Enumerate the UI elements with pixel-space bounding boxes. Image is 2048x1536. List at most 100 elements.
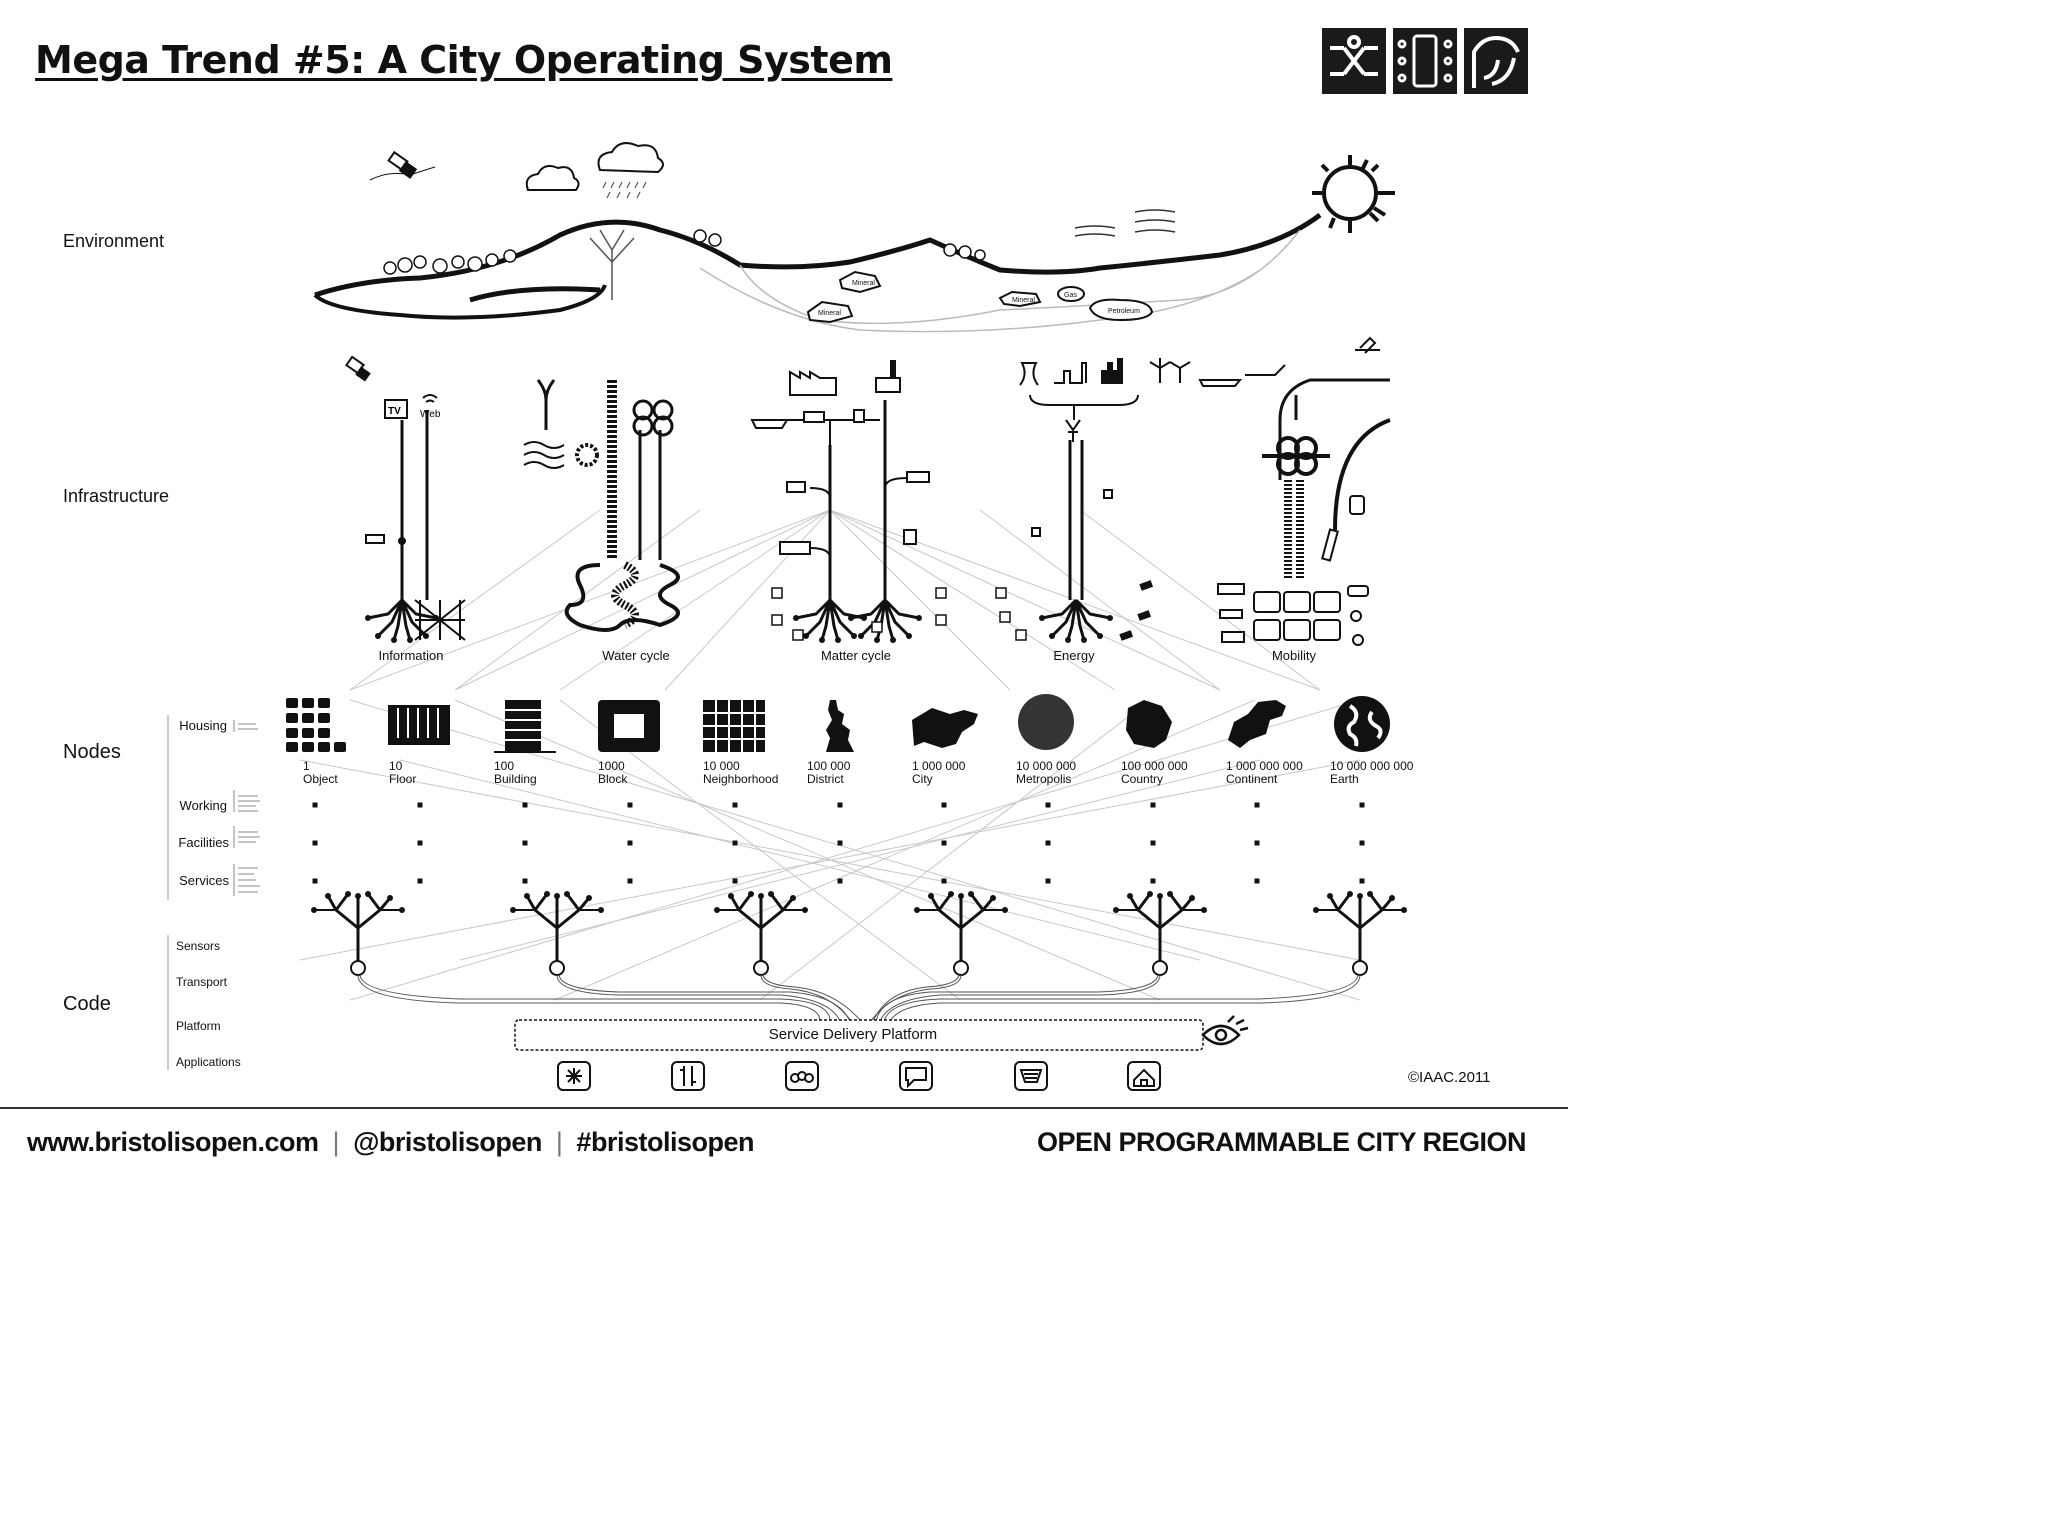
app-icons: [557, 1061, 1161, 1091]
node-marker: [312, 840, 318, 846]
bicycle-circuit-icon: [1330, 35, 1378, 76]
node-marker: [1254, 840, 1260, 846]
layer-label-infrastructure: Infrastructure: [63, 486, 169, 506]
eye-icon: [1201, 1015, 1249, 1046]
node-marker: [837, 802, 843, 808]
deposit-label: Gas: [1064, 292, 1077, 299]
scale-count: 10 000: [703, 759, 740, 773]
information-system: TV Web: [345, 355, 466, 645]
system-label-matter-cycle: Matter cycle: [821, 648, 891, 663]
scale-name: Block: [598, 772, 628, 786]
scale-name: Building: [494, 772, 537, 786]
floor-glyph: [388, 705, 450, 745]
node-marker: [1359, 802, 1365, 808]
home-icon[interactable]: [1127, 1061, 1161, 1091]
node-marker: [312, 802, 318, 808]
layer-label-environment: Environment: [63, 231, 164, 251]
scale-count: 10 000 000: [1016, 759, 1076, 773]
landscape: Mineral Mineral Mineral Gas Petroleum: [313, 142, 1395, 333]
node-marker: [837, 840, 843, 846]
deposit-label: Mineral: [818, 310, 841, 317]
object-glyph: [286, 698, 346, 752]
footer-divider: [0, 1107, 1568, 1109]
node-marker: [417, 840, 423, 846]
water-cycle-system: [523, 379, 680, 632]
node-dot-grid: [312, 802, 1365, 884]
scale-name: District: [807, 772, 844, 786]
shopping-icon[interactable]: [1014, 1061, 1048, 1091]
city-os-diagram: Environment Infrastructure Nodes Code Mi…: [63, 142, 1491, 1091]
block-glyph: [598, 700, 660, 752]
node-marker: [732, 802, 738, 808]
transport-icon[interactable]: [671, 1061, 705, 1091]
scale-name: Metropolis: [1016, 772, 1071, 786]
code-row-sensors: Sensors: [176, 939, 220, 953]
earth-glyph: [1334, 696, 1390, 752]
system-label-mobility: Mobility: [1272, 648, 1317, 663]
node-marker: [1045, 878, 1051, 884]
node-marker: [1150, 802, 1156, 808]
node-marker: [941, 840, 947, 846]
neighborhood-glyph: [703, 700, 765, 752]
continent-glyph: [1228, 700, 1286, 748]
code-row-applications: Applications: [176, 1055, 241, 1069]
node-marker: [732, 878, 738, 884]
scale-count: 1: [303, 759, 310, 773]
rain-cloud-icon: [597, 142, 664, 174]
node-marker: [627, 840, 633, 846]
transport-bundles: [357, 974, 1361, 1023]
hashtag[interactable]: #bristolisopen: [576, 1127, 754, 1157]
node-marker: [627, 878, 633, 884]
deposit-label: Mineral: [852, 280, 875, 287]
matter-cycle-system: [750, 360, 947, 645]
node-marker: [1359, 840, 1365, 846]
airplane-icon: [1355, 336, 1380, 354]
twitter-handle[interactable]: @bristolisopen: [353, 1127, 542, 1157]
node-marker: [1150, 878, 1156, 884]
scale-count: 1 000 000 000: [1226, 759, 1303, 773]
metropolis-glyph: [1018, 694, 1074, 750]
scale-count: 1 000 000: [912, 759, 966, 773]
slide-title: Mega Trend #5: A City Operating System: [35, 38, 893, 82]
code-row-transport: Transport: [176, 975, 228, 989]
scale-name: Object: [303, 772, 338, 786]
community-icon[interactable]: [785, 1061, 819, 1091]
node-marker: [1359, 878, 1365, 884]
node-marker: [522, 840, 528, 846]
scale-count: 10: [389, 759, 403, 773]
footer-links: www.bristolisopen.com|@bristolisopen|#br…: [27, 1127, 754, 1158]
node-marker: [417, 878, 423, 884]
chat-icon[interactable]: [899, 1061, 933, 1091]
cloud-icon: [525, 165, 580, 191]
node-row-services: Services: [179, 873, 229, 888]
scale-count: 10 000 000 000: [1330, 759, 1414, 773]
energy-system: [995, 358, 1191, 645]
node-marker: [312, 878, 318, 884]
node-marker: [941, 878, 947, 884]
mobility-system: [1198, 336, 1391, 646]
scale-name: Earth: [1330, 772, 1359, 786]
deposit-label: Mineral: [1012, 297, 1035, 304]
satellite-icon: [345, 355, 371, 382]
city-glyph: [912, 708, 978, 748]
node-marker: [522, 802, 528, 808]
layer-label-nodes: Nodes: [63, 741, 121, 763]
signal-wave-icon: [1472, 35, 1520, 88]
building-glyph: [494, 700, 556, 753]
health-icon[interactable]: [557, 1061, 591, 1091]
scale-glyphs: [286, 694, 1390, 753]
scale-count: 1000: [598, 759, 625, 773]
node-marker: [417, 802, 423, 808]
sun-icon: [1312, 155, 1395, 233]
scale-name: City: [912, 772, 933, 786]
node-marker: [732, 840, 738, 846]
code-row-platform: Platform: [176, 1019, 221, 1033]
footer-tagline: OPEN PROGRAMMABLE CITY REGION: [1036, 1127, 1527, 1157]
system-label-energy: Energy: [1053, 648, 1095, 663]
web-label: Web: [420, 409, 441, 420]
node-marker: [1254, 878, 1260, 884]
website-link[interactable]: www.bristolisopen.com: [27, 1127, 319, 1157]
satellite-icon: [369, 150, 436, 181]
scale-name: Floor: [389, 772, 416, 786]
scale-count: 100 000: [807, 759, 851, 773]
